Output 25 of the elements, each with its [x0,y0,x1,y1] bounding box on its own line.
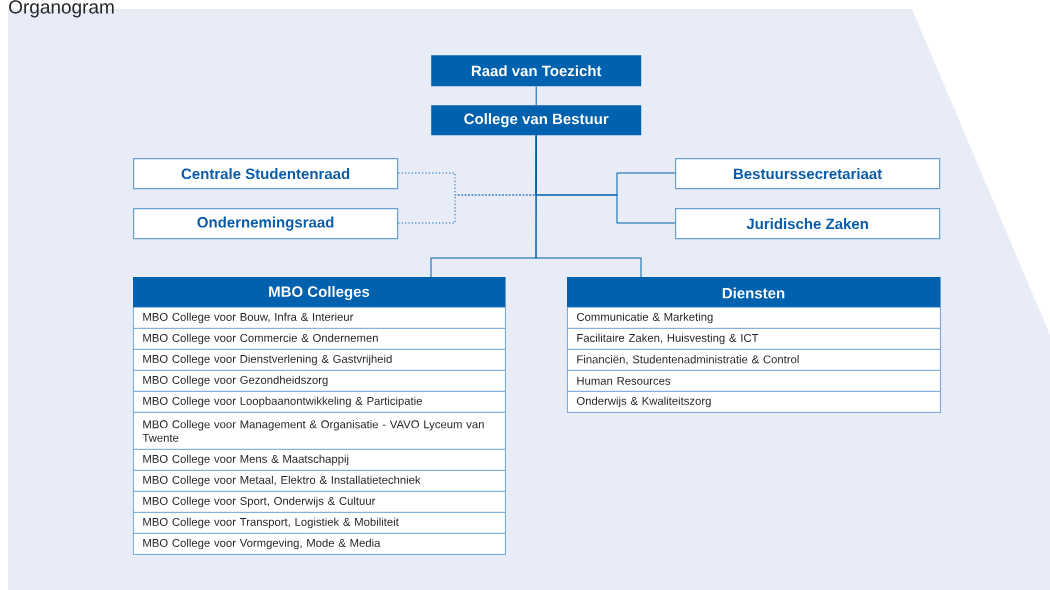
list-row: Human Resources [567,370,941,392]
list-row: MBO College voor Sport, Onderwijs & Cultuur [133,491,506,513]
title: Organogram [9,0,114,18]
list-row: Onderwijs & Kwaliteitszorg [567,391,941,413]
list-row: MBO College voor Vormgeving, Mode & Media [133,533,506,555]
list-row: MBO College voor Dienstverlening & Gastvrijheid [133,349,506,371]
list-row: Facilitaire Zaken, Huisvesting & ICT [567,328,941,350]
connector-line [535,134,642,278]
list-row: MBO College voor Gezondheidszorg [133,370,506,392]
list-row: MBO College voor Commercie & Ondernemen [133,328,506,350]
list-row: MBO College voor Transport, Logistiek & Mobiliteit [133,512,506,534]
header-box: Raad van Toezicht [431,55,642,87]
council-box: Ondernemingsraad [133,208,399,240]
council-box: Bestuurssecretariaat [675,158,941,190]
council-box: Juridische Zaken [675,208,941,240]
list-row: MBO College voor Loopbaanontwikkeling & Participatie [133,391,506,413]
list-row: MBO College voor Bouw, Infra & Interieur [133,307,506,329]
list-row: MBO College voor Mens & Maatschappij [133,449,506,471]
list-row: MBO College voor Metaal, Elektro & Installatietechniek [133,470,506,492]
council-box: Centrale Studentenraad [133,158,399,190]
connector-line [535,85,537,106]
header-box: College van Bestuur [431,105,642,136]
list-row: MBO College voor Management & Organisatie - VAVO Lyceum van Twente [133,412,506,450]
list-row: Communicatie & Marketing [567,307,941,329]
list-row: Financiën, Studentenadministratie & Control [567,349,941,371]
